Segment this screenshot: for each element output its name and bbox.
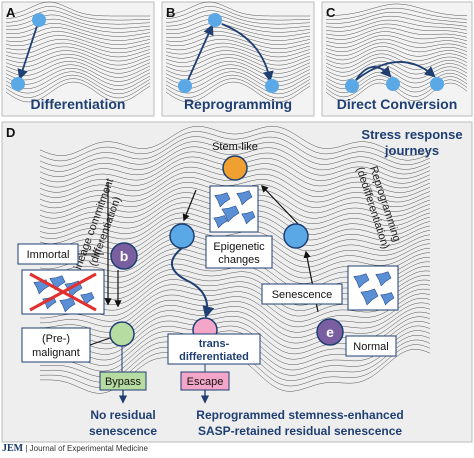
- trans-line2: differentiated: [179, 351, 249, 363]
- panel-c-end-node: [430, 77, 444, 91]
- reprogrammed-line1: Reprogrammed stemness-enhanced: [196, 408, 403, 422]
- panel-a-end-node: [11, 77, 25, 91]
- panel-c-letter: C: [326, 5, 336, 20]
- journal-name: Journal of Experimental Medicine: [30, 444, 148, 453]
- pre-malignant-line2: malignant: [32, 347, 80, 359]
- panel-b: B Reprogramming: [162, 2, 314, 116]
- panel-b-letter: B: [166, 5, 175, 20]
- senescence-label: Senescence: [272, 289, 333, 301]
- panel-c: C Direct Conversion: [322, 2, 472, 116]
- reprogrammed-line2: SASP-retained residual senescence: [198, 424, 402, 438]
- panel-a-start-node: [32, 13, 46, 27]
- stress-title-line1: Stress response: [361, 127, 462, 142]
- panel-c-label: Direct Conversion: [337, 96, 458, 112]
- panel-c-mid-node: [386, 77, 400, 91]
- panel-b-label: Reprogramming: [184, 96, 292, 112]
- panel-b-left-node: [178, 79, 192, 93]
- bypass-label: Bypass: [105, 376, 142, 388]
- escape-label: Escape: [187, 376, 224, 388]
- no-residual-line2: senescence: [89, 424, 157, 438]
- panel-b-top-node: [208, 13, 222, 27]
- journal-footer: JEM | Journal of Experimental Medicine: [2, 443, 148, 454]
- no-residual-line1: No residual: [90, 408, 155, 422]
- epigenetic-line1: Epigenetic: [213, 241, 265, 253]
- epigenetic-line2: changes: [218, 254, 260, 266]
- pre-malignant-node: [110, 322, 134, 346]
- stem-like-label: Stem-like: [212, 141, 258, 153]
- senescent-cells-box: [348, 266, 398, 310]
- left-blue-node: [170, 224, 194, 248]
- panel-d-letter: D: [6, 125, 15, 140]
- panel-d: D Stress response journeys Lineage commi…: [2, 122, 472, 442]
- jem-logo: JEM: [2, 443, 23, 454]
- immortal-label: Immortal: [27, 249, 70, 261]
- panel-a-label: Differentiation: [31, 96, 126, 112]
- panel-a: A Differentiation: [2, 2, 154, 116]
- normal-label: Normal: [353, 341, 388, 353]
- panel-b-right-node: [265, 79, 279, 93]
- panel-c-start-node: [345, 79, 359, 93]
- right-blue-node: [284, 224, 308, 248]
- pre-malignant-line1: (Pre-): [42, 333, 70, 345]
- trans-line1: trans-: [199, 338, 230, 350]
- stem-like-node: [223, 156, 247, 180]
- e-node-label: e: [326, 324, 334, 340]
- b-node-label: b: [120, 248, 129, 264]
- stress-title-line2: journeys: [384, 143, 439, 158]
- panel-a-letter: A: [6, 5, 16, 20]
